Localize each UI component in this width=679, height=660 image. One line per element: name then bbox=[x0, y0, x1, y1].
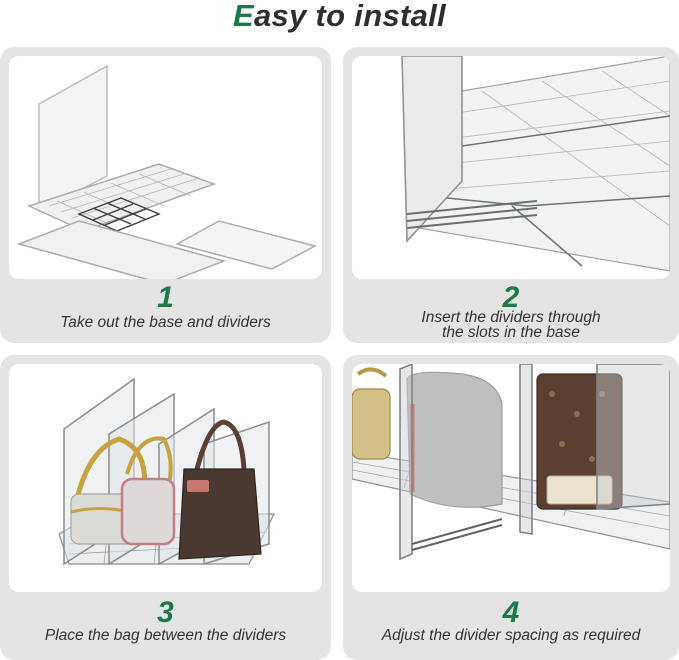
step-caption: Take out the base and dividers bbox=[0, 315, 331, 331]
base-and-dividers-illustration bbox=[16, 64, 318, 279]
step-caption: Insert the dividers through the slots in… bbox=[343, 309, 679, 341]
step-number: 1 bbox=[157, 281, 174, 314]
step-3-product-image bbox=[9, 364, 322, 592]
step-1-product-image bbox=[9, 56, 322, 279]
step-caption-line: Place the bag between the dividers bbox=[44, 627, 287, 644]
step-2-product-image bbox=[352, 56, 670, 279]
step-card-3: 3 Place the bag between the dividers bbox=[0, 355, 331, 660]
step-caption-line: Adjust the divider spacing as required bbox=[381, 627, 641, 644]
step-caption-line: the slots in the base bbox=[442, 324, 580, 341]
step-caption: Adjust the divider spacing as required bbox=[343, 628, 679, 644]
step-number: 2 bbox=[502, 281, 520, 314]
title-text: asy to install bbox=[253, 0, 446, 33]
bags-between-dividers-illustration bbox=[58, 377, 275, 566]
step-card-2: 2 Insert the dividers through the slots … bbox=[343, 47, 679, 343]
step-caption-line: Take out the base and dividers bbox=[60, 314, 271, 331]
step-card-1: 1 Take out the base and dividers bbox=[0, 47, 331, 343]
page-title: Easy to install bbox=[0, 0, 679, 40]
title-accent-letter: E bbox=[233, 0, 254, 33]
step-caption-line: Insert the dividers through bbox=[421, 309, 601, 326]
step-number: 4 bbox=[502, 596, 520, 629]
step-number: 3 bbox=[157, 596, 174, 629]
divider-insertion-illustration bbox=[401, 56, 670, 272]
step-4-product-image bbox=[352, 364, 670, 592]
adjust-divider-spacing-illustration bbox=[352, 364, 670, 561]
step-card-4: 4 Adjust the divider spacing as required bbox=[343, 355, 679, 660]
step-caption: Place the bag between the dividers bbox=[0, 628, 331, 644]
